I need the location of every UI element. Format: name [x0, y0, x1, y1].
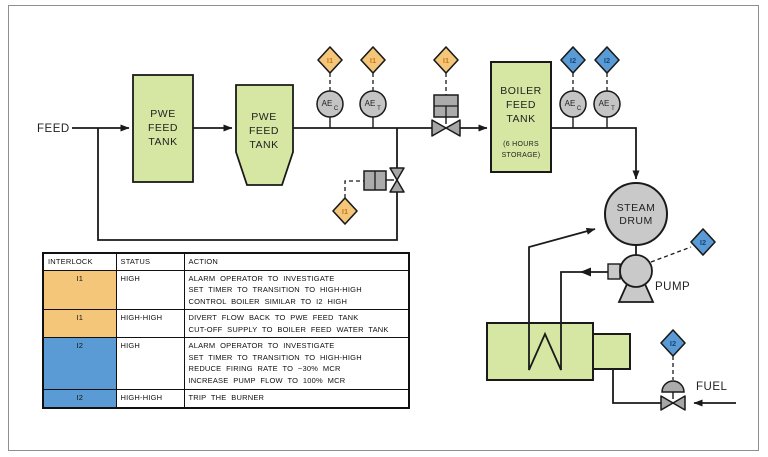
status-cell: HIGH [115, 269, 185, 310]
recirculation-control-valve [363, 167, 405, 193]
status-cell: HIGH-HIGH [115, 309, 185, 338]
interlock-tag-i2-aec: I2 [560, 46, 586, 74]
signal-i2-pump [650, 246, 692, 263]
pump-label: PUMP [655, 281, 690, 293]
interlock-tag-i1-aec: I1 [317, 46, 343, 74]
interlock-tag-i1-recirc: I1 [332, 197, 358, 225]
furnace [486, 322, 631, 381]
fuel-label: FUEL [696, 381, 728, 393]
interlock-label: I2 [570, 56, 576, 65]
action-cell: TRIP THE BURNER [183, 389, 410, 408]
pwe-feed-tank-2: PWE FEED TANK [235, 84, 294, 186]
action-cell: ALARM OPERATOR TO INVESTIGATE SET TIMER … [183, 337, 410, 390]
boiler-tank-label: BOILER [500, 85, 542, 97]
col-header-action: ACTION [183, 252, 410, 271]
instrument-subscript: T [377, 106, 381, 112]
col-header-interlock: INTERLOCK [42, 252, 117, 271]
instrument-subscript: C [577, 106, 582, 112]
interlock-cell: I1 [42, 269, 117, 310]
steam-drum: STEAM DRUM [604, 182, 668, 246]
analyzer-aet-bft: AE T [593, 90, 621, 118]
interlock-label: I1 [342, 207, 348, 216]
pump-discharge-arrow [580, 267, 591, 277]
interlock-label: I2 [700, 238, 706, 247]
table-row: I1 HIGH ALARM OPERATOR TO INVESTIGATE SE… [42, 269, 410, 310]
interlock-cell: I1 [42, 309, 117, 338]
interlock-tag-i2-pump: I2 [690, 228, 716, 256]
pwe-tank2-label: PWE [251, 111, 276, 123]
pump-coupling [607, 263, 621, 280]
pump: PUMP [607, 254, 690, 303]
interlock-table: INTERLOCK STATUS ACTION I1 HIGH ALARM OP… [42, 252, 410, 409]
action-cell: ALARM OPERATOR TO INVESTIGATE SET TIMER … [183, 269, 410, 310]
boiler-feed-tank: BOILER FEED TANK (6 HOURS STORAGE) [490, 61, 552, 173]
signal-lines [329, 73, 692, 380]
signal-i1-recirc-valve [344, 180, 364, 198]
status-cell: HIGH-HIGH [115, 389, 185, 408]
pump-casing [619, 254, 653, 288]
interlock-tag-i2-aet: I2 [594, 46, 620, 74]
table-row: I2 HIGH ALARM OPERATOR TO INVESTIGATE SE… [42, 337, 410, 390]
action-cell: DIVERT FLOW BACK TO PWE FEED TANK CUT-OF… [183, 309, 410, 338]
instrument-tag: AE [365, 99, 376, 108]
interlock-tag-i2-fuel: I2 [660, 329, 686, 357]
analyzer-aec-pwe: AE C [316, 90, 344, 118]
interlock-label: I2 [670, 339, 676, 348]
pwe-tank1-label: TANK [148, 136, 177, 148]
interlock-label: I1 [443, 56, 449, 65]
boiler-tank-note: (6 HOURS [503, 141, 539, 148]
interlock-label: I1 [327, 56, 333, 65]
fuel-to-burner-line [612, 370, 662, 404]
interlock-cell: I2 [42, 337, 117, 390]
diaphragm-actuator [661, 380, 685, 393]
instrument-subscript: T [611, 106, 615, 112]
table-header-row: INTERLOCK STATUS ACTION [42, 252, 410, 271]
analyzer-aec-bft: AE C [559, 90, 587, 118]
instrument-tag: AE [322, 99, 333, 108]
instrument-subscript: C [334, 106, 339, 112]
instrument-tag: AE [599, 99, 610, 108]
recirc-return [97, 128, 398, 241]
bft-drum-line [551, 127, 640, 180]
interlock-cell: I2 [42, 389, 117, 408]
table-row: I2 HIGH-HIGH TRIP THE BURNER [42, 389, 410, 408]
fuel-control-valve [660, 380, 686, 411]
instrument-tag: AE [565, 99, 576, 108]
boiler-tank-note: STORAGE) [502, 152, 541, 159]
interlock-label: I1 [370, 56, 376, 65]
bft-inlet-control-valve [431, 94, 461, 137]
table-row: I1 HIGH-HIGH DIVERT FLOW BACK TO PWE FEE… [42, 309, 410, 338]
boiler-tank-label: FEED [506, 99, 536, 111]
pwe-tank2-label: TANK [249, 139, 278, 151]
interlock-label: I2 [604, 56, 610, 65]
interlock-tag-i1-valve: I1 [433, 46, 459, 74]
status-cell: HIGH [115, 337, 185, 390]
steam-drum-label: STEAM [617, 202, 656, 214]
col-header-status: STATUS [115, 252, 185, 271]
analyzer-aet-pwe: AE T [359, 90, 387, 118]
interlock-tag-i1-aet: I1 [360, 46, 386, 74]
pwe-tank1-label: PWE [150, 108, 175, 120]
pwe-feed-tank-1: PWE FEED TANK [132, 74, 194, 183]
burner-box [592, 333, 631, 370]
feed-label: FEED [37, 123, 70, 135]
furnace-tube-coil [528, 323, 562, 371]
boiler-tank-label: TANK [506, 113, 535, 125]
pwe-tank2-label: FEED [249, 125, 279, 137]
pwe-tank1-label: FEED [148, 122, 178, 134]
steam-drum-label: DRUM [619, 215, 653, 227]
